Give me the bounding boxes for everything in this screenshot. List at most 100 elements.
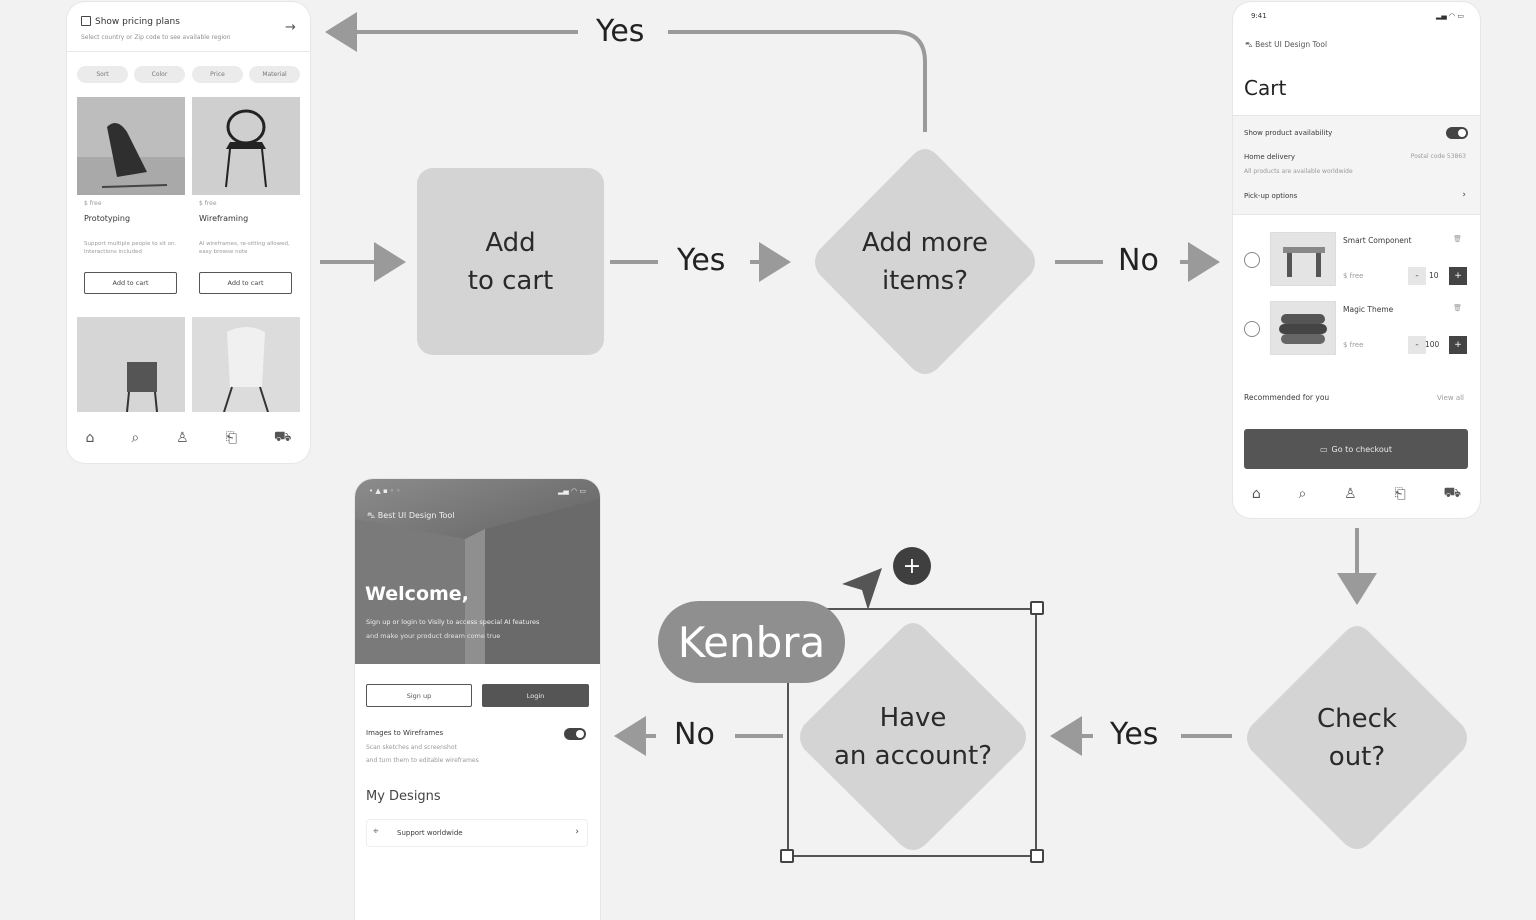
edge-label-yes: Yes	[677, 243, 726, 278]
pickup-options[interactable]: Pick-up options	[1244, 192, 1298, 200]
delivery-sub: All products are available worldwide	[1244, 168, 1353, 175]
pricing-bar[interactable]: Show pricing plans Select country or Zip…	[67, 2, 310, 52]
bottom-nav: ⌂ ⌕ ♙ ⎗ ⛟	[1233, 479, 1480, 509]
pricing-icon	[81, 16, 91, 26]
item-select-radio[interactable]	[1244, 252, 1260, 268]
product-name: Prototyping	[84, 214, 131, 223]
bookmark-icon[interactable]: ⎗	[225, 430, 237, 446]
item-quantity[interactable]: 10	[1429, 271, 1439, 280]
home-icon[interactable]: ⌂	[1251, 486, 1261, 502]
armchair-image[interactable]	[77, 97, 185, 195]
quantity-decrease-button[interactable]: -	[1408, 336, 1426, 354]
welcome-heading: Welcome,	[365, 583, 469, 605]
search-icon[interactable]: ⌕	[1298, 486, 1307, 502]
pricing-title: Show pricing plans	[95, 17, 180, 27]
filter-chip-price[interactable]: Price	[192, 66, 243, 83]
trash-icon[interactable]: 🗑	[1453, 304, 1462, 312]
welcome-sub: Sign up or login to Visily to access spe…	[366, 618, 540, 626]
delivery-section: Show product availability Home delivery …	[1233, 115, 1480, 215]
filter-chip-sort[interactable]: Sort	[77, 66, 128, 83]
item-name: Magic Theme	[1343, 305, 1394, 314]
resize-handle-bottom-left[interactable]	[780, 849, 794, 863]
quantity-increase-button[interactable]: +	[1449, 336, 1467, 354]
edge-label-no: No	[674, 717, 715, 752]
availability-toggle[interactable]	[1446, 127, 1468, 139]
table-image	[1270, 232, 1336, 286]
search-icon[interactable]: ⌕	[131, 430, 140, 446]
profile-icon[interactable]: ♙	[176, 430, 189, 446]
have-account-decision[interactable]: Have an account?	[792, 617, 1034, 857]
status-time: • ▲ ▪ ◦ ◦	[369, 487, 401, 495]
edge-label-yes: Yes	[596, 14, 645, 49]
login-button[interactable]: Login	[482, 684, 589, 707]
wooden-chair-image[interactable]	[77, 317, 185, 412]
chair-image[interactable]	[192, 97, 300, 195]
arrow-right-icon[interactable]: →	[285, 20, 296, 35]
bookmark-icon[interactable]: ⎗	[1394, 486, 1406, 502]
white-chair-image[interactable]	[192, 317, 300, 412]
product-price: $ free	[84, 200, 102, 207]
decision-label: Add more items?	[862, 228, 988, 296]
filter-chip-material[interactable]: Material	[249, 66, 300, 83]
add-more-items-decision[interactable]: Add more items?	[807, 143, 1043, 381]
brand-name: Best UI Design Tool	[377, 511, 455, 520]
status-time: 9:41	[1251, 12, 1267, 20]
edge-label-no: No	[1118, 243, 1159, 278]
welcome-screen: • ▲ ▪ ◦ ◦ ▂▄ ◠ ▭ ⛍ Best UI Design Tool W…	[355, 479, 600, 920]
add-to-cart-button[interactable]: Add to cart	[199, 272, 292, 294]
brand-label: ⛍ Best UI Design Tool	[1245, 40, 1328, 49]
item-select-radio[interactable]	[1244, 321, 1260, 337]
cart-icon[interactable]: ⛟	[1443, 485, 1462, 501]
towels-image	[1270, 301, 1336, 355]
add-to-cart-button[interactable]: Add to cart	[84, 272, 177, 294]
cart-screen: 9:41 ▂▄ ◠ ▭ ⛍ Best UI Design Tool Cart S…	[1233, 2, 1480, 518]
filter-chip-color[interactable]: Color	[134, 66, 185, 83]
resize-handle-bottom-right[interactable]	[1030, 849, 1044, 863]
images-to-wireframes-toggle[interactable]	[564, 728, 586, 740]
cart-icon[interactable]: ⛟	[273, 429, 292, 445]
item-quantity[interactable]: 100	[1425, 340, 1440, 349]
resize-handle-top-right[interactable]	[1030, 601, 1044, 615]
availability-label: Show product availability	[1244, 129, 1333, 137]
check-out-decision[interactable]: Check out?	[1239, 620, 1475, 856]
toggle-title: Images to Wireframes	[366, 729, 444, 737]
postal-code: Postal code 53863	[1410, 153, 1466, 160]
page-title: Cart	[1244, 76, 1287, 100]
quantity-decrease-button[interactable]: -	[1408, 267, 1426, 285]
quantity-increase-button[interactable]: +	[1449, 267, 1467, 285]
selection-box[interactable]	[787, 608, 1037, 857]
item-name: Smart Component	[1343, 236, 1412, 245]
support-label: Support worldwide	[397, 829, 463, 837]
chevron-right-icon: ›	[575, 827, 579, 837]
profile-icon[interactable]: ♙	[1344, 486, 1357, 502]
checkout-label: Go to checkout	[1331, 444, 1392, 454]
decision-label: Have an account?	[833, 703, 993, 771]
toggle-sub: Scan sketches and screenshot	[366, 744, 457, 751]
product-name: Wireframing	[199, 214, 249, 223]
add-to-cart-step[interactable]: Add to cart	[417, 168, 604, 355]
decision-label: Check out?	[1317, 704, 1397, 772]
sign-up-button[interactable]: Sign up	[366, 684, 472, 707]
add-button[interactable]: +	[893, 547, 931, 585]
product-grid-screen: Show pricing plans Select country or Zip…	[67, 2, 310, 463]
bottom-nav: ⌂ ⌕ ♙ ⎗ ⛟	[67, 423, 310, 453]
view-all-link[interactable]: View all	[1436, 394, 1464, 402]
support-row[interactable]: ⌖ Support worldwide ›	[366, 819, 588, 847]
delivery-label: Home delivery	[1244, 153, 1296, 161]
chevron-right-icon[interactable]: ›	[1462, 190, 1466, 200]
recommended-heading: Recommended for you	[1244, 393, 1330, 402]
collaborator-cursor-label: Kenbra	[658, 601, 845, 683]
card-icon: ▭	[1319, 444, 1328, 454]
brand-name: Best UI Design Tool	[1255, 40, 1328, 49]
home-icon[interactable]: ⌂	[85, 430, 95, 446]
toggle-sub-2: and turn them to editable wireframes	[366, 757, 479, 764]
checkout-button[interactable]: ▭ Go to checkout	[1244, 429, 1468, 469]
edge-label-yes: Yes	[1110, 717, 1159, 752]
hero-image: • ▲ ▪ ◦ ◦ ▂▄ ◠ ▭ ⛍ Best UI Design Tool W…	[355, 479, 600, 664]
trash-icon[interactable]: 🗑	[1453, 235, 1462, 243]
product-description: Support multiple people to sit on. Inter…	[84, 241, 177, 255]
my-designs-heading: My Designs	[366, 789, 441, 804]
welcome-sub-2: and make your product dream come true	[366, 632, 501, 640]
item-price: $ free	[1343, 341, 1364, 349]
